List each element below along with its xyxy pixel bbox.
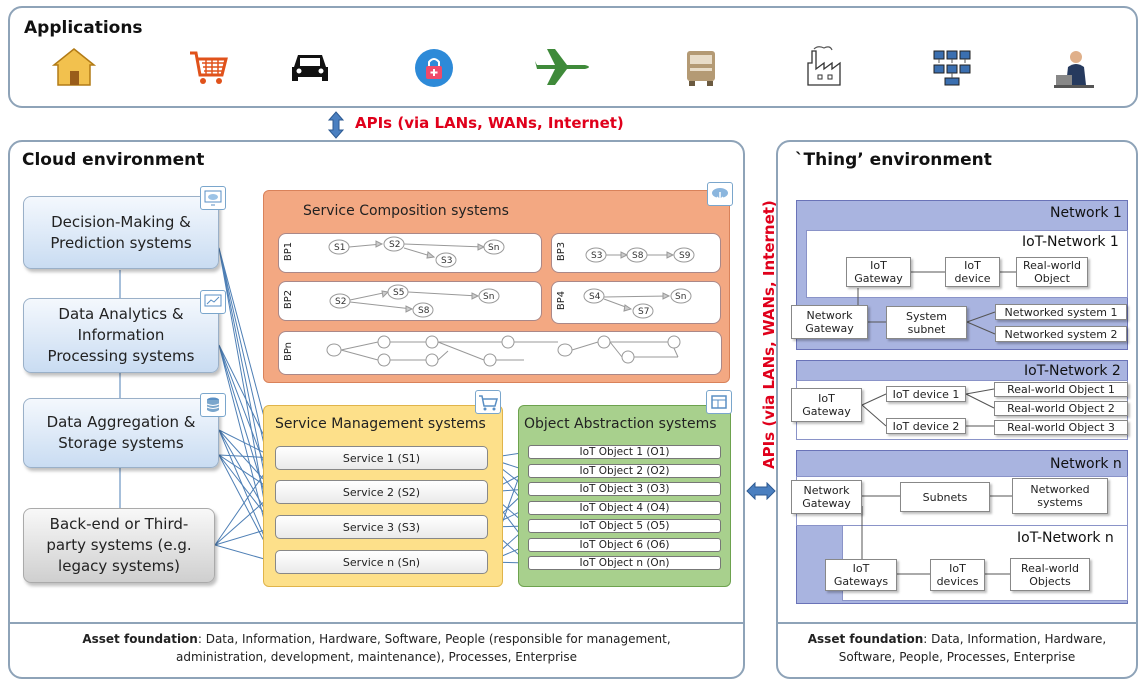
real-world-objects-box[interactable]: Real-world Objects bbox=[1010, 558, 1090, 591]
system-subnet-box[interactable]: System subnet bbox=[886, 306, 967, 339]
thing-environment-title: `Thing’ environment bbox=[795, 150, 992, 170]
service-3-box[interactable]: Service 3 (S3) bbox=[275, 515, 488, 539]
data-analytics-box[interactable]: Data Analytics & Information Processing … bbox=[23, 298, 219, 373]
network-gateway-box[interactable]: Network Gateway bbox=[791, 305, 868, 339]
bus-icon bbox=[687, 51, 715, 86]
bp1-node-s3: S3 bbox=[441, 256, 452, 266]
real-world-object-1-box[interactable]: Real-world Object 1 bbox=[994, 382, 1128, 397]
bp2-node-s8: S8 bbox=[418, 306, 430, 316]
thing-asset-text: : Data, Information, Hardware, bbox=[923, 632, 1107, 646]
networked-systems-box[interactable]: Networked systems bbox=[1012, 478, 1108, 514]
computer-network-icon bbox=[933, 50, 971, 86]
thing-asset-foundation: Asset foundation: Data, Information, Har… bbox=[782, 630, 1132, 666]
shopping-cart-icon bbox=[190, 51, 228, 84]
thing-divider bbox=[777, 622, 1137, 624]
iot-gateway-2-box[interactable]: IoT Gateway bbox=[791, 388, 862, 422]
bp1-node-s1: S1 bbox=[334, 243, 345, 253]
network-2-label: IoT-Network 2 bbox=[1024, 363, 1121, 379]
networked-system-1-box[interactable]: Networked system 1 bbox=[995, 304, 1127, 320]
database-icon bbox=[200, 393, 226, 417]
service-1-box[interactable]: Service 1 (S1) bbox=[275, 446, 488, 470]
subnets-box[interactable]: Subnets bbox=[900, 482, 990, 512]
bp3-node-s3: S3 bbox=[591, 251, 602, 261]
bp4-node-sn: Sn bbox=[675, 292, 686, 302]
bp4-node-s4: S4 bbox=[589, 292, 601, 302]
api-horizontal-arrow-icon bbox=[746, 482, 776, 500]
api-vertical-arrow-icon bbox=[328, 111, 344, 139]
health-lock-icon bbox=[415, 49, 453, 87]
iot-device-box[interactable]: IoT device bbox=[945, 257, 1000, 287]
iot-devices-box[interactable]: IoT devices bbox=[930, 559, 985, 591]
factory-icon bbox=[807, 46, 841, 86]
object-abstraction-title: Object Abstraction systems bbox=[524, 416, 717, 432]
cloud-environment-title: Cloud environment bbox=[22, 150, 205, 170]
bp3-node-s9: S9 bbox=[679, 251, 691, 261]
iot-device-1-box[interactable]: IoT device 1 bbox=[886, 386, 966, 402]
decision-making-box[interactable]: Decision-Making & Prediction systems bbox=[23, 196, 219, 269]
apis-top-label: APIs (via LANs, WANs, Internet) bbox=[355, 114, 624, 132]
cloud-divider bbox=[9, 622, 744, 624]
iot-network-1-label: IoT-Network 1 bbox=[1022, 234, 1119, 250]
bp4-node-s7: S7 bbox=[638, 307, 649, 317]
iot-object-4-box[interactable]: IoT Object 4 (O4) bbox=[528, 501, 721, 515]
bp1-flow: S1 S2 S3 Sn bbox=[328, 236, 505, 268]
bp2-box[interactable] bbox=[278, 281, 542, 321]
person-at-laptop-icon bbox=[1054, 51, 1094, 88]
cart-icon bbox=[475, 390, 501, 414]
bp4-flow: S4 S7 Sn bbox=[583, 288, 692, 319]
cloud-asset-text-2: administration, development, maintenance… bbox=[175, 650, 578, 664]
bp1-node-s2: S2 bbox=[389, 240, 400, 250]
bp3-node-s8: S8 bbox=[632, 251, 644, 261]
service-management-title: Service Management systems bbox=[275, 416, 486, 432]
bp3-flow: S3 S8 S9 bbox=[585, 247, 695, 263]
applications-title: Applications bbox=[24, 18, 143, 38]
cloud-sync-icon bbox=[707, 182, 733, 206]
iot-device-2-box[interactable]: IoT device 2 bbox=[886, 418, 966, 434]
service-composition-title: Service Composition systems bbox=[303, 203, 509, 219]
bp2-flow: S2 S5 S8 Sn bbox=[329, 284, 500, 318]
monitor-cloud-icon bbox=[200, 186, 226, 210]
bp2-node-sn: Sn bbox=[483, 292, 494, 302]
network-gateway-n-box[interactable]: Network Gateway bbox=[791, 480, 862, 514]
bp2-node-s5: S5 bbox=[393, 288, 404, 298]
cloud-asset-label: Asset foundation bbox=[82, 632, 198, 646]
iot-object-n-box[interactable]: IoT Object n (On) bbox=[528, 556, 721, 570]
networked-system-2-box[interactable]: Networked system 2 bbox=[995, 326, 1127, 342]
network-n-label: Network n bbox=[1050, 456, 1122, 472]
real-world-object-3-box[interactable]: Real-world Object 3 bbox=[994, 420, 1128, 435]
cloud-asset-text: : Data, Information, Hardware, Software,… bbox=[197, 632, 671, 646]
monitor-chart-icon bbox=[200, 290, 226, 314]
iot-network-n-label: IoT-Network n bbox=[1017, 530, 1114, 546]
bp2-node-s2: S2 bbox=[335, 297, 346, 307]
bpn-flow bbox=[326, 335, 681, 367]
thing-asset-text-2: Software, People, Processes, Enterprise bbox=[838, 650, 1076, 664]
car-icon bbox=[292, 55, 328, 81]
iot-object-3-box[interactable]: IoT Object 3 (O3) bbox=[528, 482, 721, 496]
iot-gateway-box[interactable]: IoT Gateway bbox=[846, 257, 911, 287]
iot-object-1-box[interactable]: IoT Object 1 (O1) bbox=[528, 445, 721, 459]
service-2-box[interactable]: Service 2 (S2) bbox=[275, 480, 488, 504]
bp4-box[interactable] bbox=[551, 281, 721, 324]
network-1-label: Network 1 bbox=[1050, 205, 1122, 221]
back-end-box[interactable]: Back-end or Third-party systems (e.g. le… bbox=[23, 508, 215, 583]
iot-object-6-box[interactable]: IoT Object 6 (O6) bbox=[528, 538, 721, 552]
iot-object-2-box[interactable]: IoT Object 2 (O2) bbox=[528, 464, 721, 478]
real-world-object-box[interactable]: Real-world Object bbox=[1016, 257, 1088, 287]
iot-object-5-box[interactable]: IoT Object 5 (O5) bbox=[528, 519, 721, 533]
iot-gateways-box[interactable]: IoT Gateways bbox=[825, 559, 897, 591]
bp1-node-sn: Sn bbox=[488, 243, 499, 253]
cloud-asset-foundation: Asset foundation: Data, Information, Har… bbox=[14, 630, 739, 666]
airplane-icon bbox=[535, 49, 589, 85]
real-world-object-2-box[interactable]: Real-world Object 2 bbox=[994, 401, 1128, 416]
thing-asset-label: Asset foundation bbox=[807, 632, 924, 646]
house-icon bbox=[52, 48, 96, 86]
table-icon bbox=[706, 390, 732, 414]
service-n-box[interactable]: Service n (Sn) bbox=[275, 550, 488, 574]
data-aggregation-box[interactable]: Data Aggregation & Storage systems bbox=[23, 398, 219, 468]
